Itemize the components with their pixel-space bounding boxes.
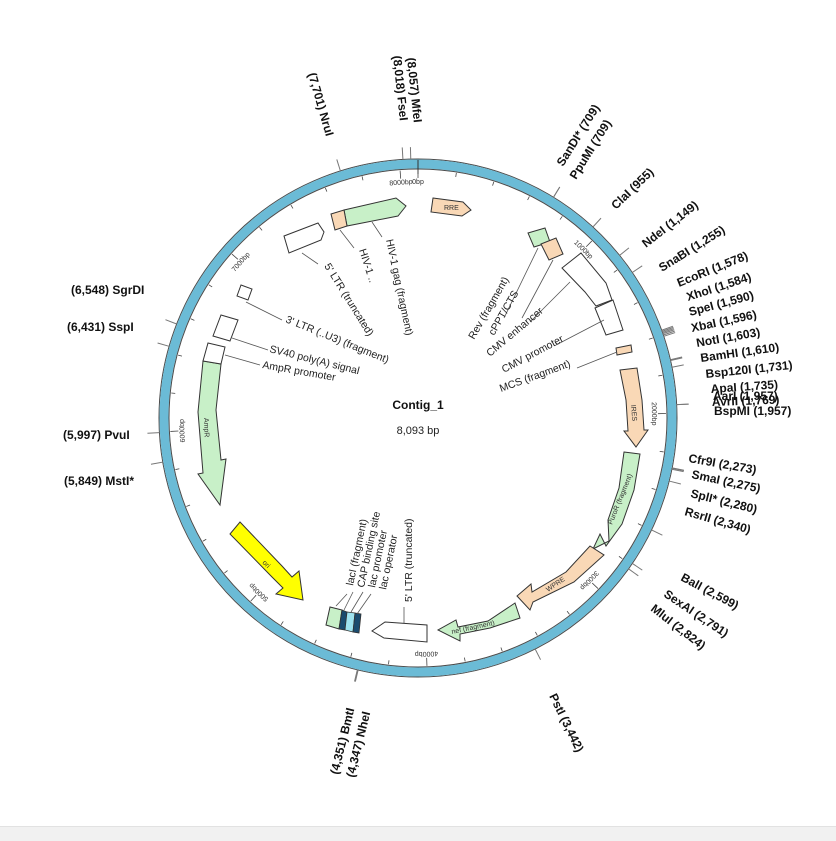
- tick-mark: [592, 583, 598, 589]
- restriction-site-label[interactable]: PstI (3,442): [546, 691, 586, 754]
- tick-mark: [535, 632, 537, 636]
- tick-mark: [634, 303, 638, 305]
- backbone-inner: [169, 169, 667, 667]
- site-leader: [402, 147, 403, 159]
- site-leader: [165, 320, 176, 324]
- label-5ltr-bottom: 5' LTR (truncated): [403, 518, 415, 602]
- tick-mark: [652, 488, 656, 489]
- tick-mark: [400, 171, 401, 179]
- plasmid-length: 8,093 bp: [397, 425, 440, 437]
- feature-cmv-enhancer[interactable]: [562, 253, 612, 306]
- site-leader: [632, 563, 642, 570]
- site-leader: [158, 343, 170, 346]
- backbone-ring: [164, 164, 672, 672]
- tick-label: 4000bp: [415, 649, 439, 657]
- label-hiv-psi: HIV-1 ..: [356, 247, 378, 284]
- feature-nef[interactable]: [438, 603, 520, 641]
- tick-mark: [281, 621, 283, 624]
- feature-ampr[interactable]: [198, 361, 226, 505]
- site-leader: [337, 159, 341, 170]
- tick-mark: [251, 595, 256, 601]
- feature-leaders: [225, 222, 617, 623]
- feature-ampr-label: AmpR: [202, 418, 210, 438]
- restriction-site-label[interactable]: ClaI (955): [608, 165, 656, 212]
- feature-sv40[interactable]: [213, 315, 238, 341]
- tick-mark: [209, 285, 212, 287]
- tick-label: 7000bp: [231, 251, 252, 273]
- tick-mark: [493, 182, 494, 186]
- restriction-site-label[interactable]: (5,849) MstI*: [64, 474, 134, 488]
- restriction-site-label[interactable]: (6,548) SgrDI: [71, 283, 144, 297]
- tick-label: 6000bp: [179, 419, 187, 443]
- label-hiv-gag: HIV-1 gag (fragment): [383, 238, 415, 336]
- tick-mark: [178, 355, 182, 356]
- feature-5ltr-bottom[interactable]: [372, 622, 427, 642]
- site-leader: [151, 462, 163, 464]
- restriction-site-label[interactable]: (6,431) SspI: [67, 320, 134, 334]
- restriction-site-label[interactable]: (7,701) NruI: [305, 71, 336, 138]
- tick-mark: [203, 539, 206, 541]
- restriction-site-label[interactable]: BspMI (1,957): [714, 404, 791, 418]
- site-leader: [553, 187, 559, 197]
- tick-mark: [560, 216, 562, 219]
- tick-mark: [175, 469, 179, 470]
- tick-mark: [191, 319, 195, 321]
- tick-mark: [325, 188, 326, 192]
- tick-mark: [464, 658, 465, 662]
- tick-label: 0bp: [412, 179, 424, 186]
- tick-label: 5000bp: [248, 581, 270, 602]
- site-leader: [535, 649, 540, 660]
- feature-mcs[interactable]: [616, 345, 632, 355]
- tick-mark: [586, 241, 592, 247]
- feature-labels: Rev (fragment) cPPT/CTS CMV enhancer CMV…: [261, 238, 572, 602]
- tick-mark: [619, 556, 622, 558]
- feature-ires-label: IRES: [629, 405, 637, 422]
- site-leader: [147, 433, 159, 434]
- feature-hiv1-gag[interactable]: [344, 198, 406, 226]
- tick-mark: [614, 270, 617, 272]
- site-leader: [669, 481, 681, 484]
- restriction-site-label[interactable]: (5,997) PvuI: [63, 428, 130, 442]
- site-leader: [629, 569, 639, 576]
- feature-nef-label: nef (fragment): [451, 620, 495, 636]
- site-leader: [672, 365, 684, 367]
- plasmid-name: Contig_1: [392, 398, 444, 412]
- site-leader: [620, 248, 629, 256]
- feature-rre-label: RRE: [444, 205, 459, 212]
- bottom-bar: [0, 826, 836, 841]
- tick-mark: [567, 611, 569, 614]
- site-leader: [652, 530, 663, 535]
- tick-mark: [291, 205, 293, 208]
- tick-mark: [224, 571, 227, 574]
- tick-mark: [528, 196, 530, 200]
- features: RRE IRES PuroR (fragment) WPRE nef (frag…: [198, 198, 648, 642]
- tick-mark: [186, 505, 190, 506]
- tick-label: 8000bp: [389, 179, 413, 188]
- tick-mark: [315, 640, 317, 644]
- tick-mark: [638, 524, 642, 526]
- feature-ampr-promoter[interactable]: [203, 343, 225, 364]
- tick-mark: [260, 227, 263, 230]
- site-leader: [632, 266, 642, 273]
- tick-mark: [660, 451, 664, 452]
- tick-mark: [456, 173, 457, 177]
- tick-label: 2000bp: [650, 402, 657, 426]
- tick-mark: [501, 647, 502, 651]
- tick-mark: [658, 375, 662, 376]
- tick-mark: [649, 338, 653, 339]
- tick-mark: [232, 254, 238, 259]
- feature-hiv1-psi[interactable]: [331, 210, 347, 230]
- site-leader: [593, 218, 601, 227]
- tick-mark: [362, 176, 363, 180]
- feature-3ltr[interactable]: [237, 285, 252, 300]
- restriction-site-label[interactable]: AarI (1,957): [713, 389, 778, 403]
- tick-mark: [351, 653, 352, 657]
- feature-5ltr-top[interactable]: [284, 223, 324, 253]
- site-leader: [677, 404, 689, 405]
- tick-marks: 0bp1000bp2000bp3000bp4000bp5000bp6000bp7…: [170, 170, 666, 666]
